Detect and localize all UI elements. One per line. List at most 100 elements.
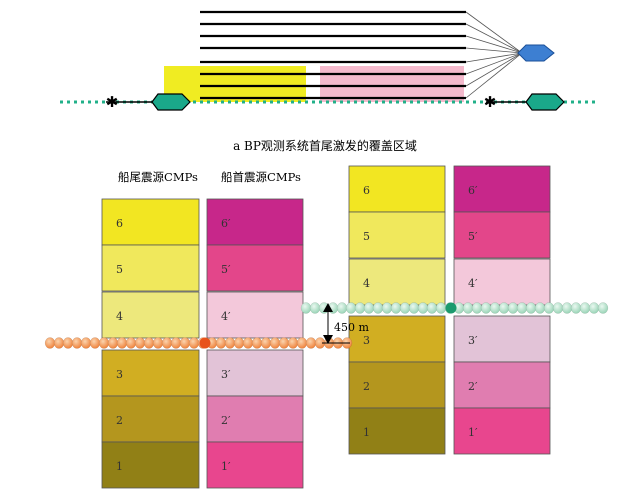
left-stern-cell-label: 4 [116,310,123,323]
stern-cable-bead [80,337,92,349]
right-stern-cell [348,315,446,363]
left-bow-cell-label: 6′ [221,217,231,230]
bow-cable-bead [552,302,564,314]
right-stern-cell-label: 4 [363,277,370,290]
stern-cable-bead [53,337,65,349]
bow-cable-bead [588,302,600,314]
stern-cable-bead [62,337,74,349]
stern-cable-bead [179,337,191,349]
bow-cable-bead [570,302,582,314]
bow-cable-bead [462,302,474,314]
bow-cable-source-node [445,302,457,314]
stern-cable-bead [161,337,173,349]
bow-cable-bead [579,302,591,314]
stern-cable-bead [107,337,119,349]
acquisition-schematic: ✱ ✱ [60,10,598,111]
bow-cable-bead [489,302,501,314]
bow-cable-bead [408,302,420,314]
bow-boat-icon [525,93,565,111]
stern-cable-bead [125,337,137,349]
right-bow-cell [453,258,551,306]
stern-cable-bead [224,337,236,349]
stern-cable-bead [242,337,254,349]
stern-cable-bead [170,337,182,349]
bow-cable-bead [597,302,609,314]
left-bow-cell [206,198,304,246]
right-stern-cell [348,407,446,455]
legend-bow-source-cmps: 船首震源CMPs [221,170,301,184]
right-stern-cell [348,165,446,213]
stern-boat-icon [151,93,191,111]
bow-cable-bead [381,302,393,314]
bow-cable-bead [507,302,519,314]
right-bow-cell-label: 3′ [468,334,478,347]
left-stern-cell [101,395,200,443]
bow-cable-bead [345,302,357,314]
bow-cable-bead [363,302,375,314]
left-stern-cell-label: 2 [116,414,123,427]
bow-cable-bead [390,302,402,314]
bow-cable-bead [498,302,510,314]
bow-cable-bead [426,302,438,314]
bow-cable-bead [525,302,537,314]
left-bow-cell [206,395,304,443]
right-stern-cell-label: 3 [363,334,370,347]
distance-label: 450 m [334,321,369,334]
right-bow-cell [453,407,551,455]
distance-marker [322,303,350,344]
left-stern-cell [101,244,200,292]
left-bow-cell-label: 1′ [221,460,231,473]
stern-cable-bead [89,337,101,349]
stern-cable-bead [143,337,155,349]
left-bow-cell [206,349,304,397]
bow-cable-bead [336,302,348,314]
bow-cable-bead [561,302,573,314]
stern-cable-bead [287,337,299,349]
stern-cable-bead [134,337,146,349]
bow-cable-bead [435,302,447,314]
right-bow-cell-label: 4′ [468,277,478,290]
left-bow-cell [206,244,304,292]
stern-cable-bead [269,337,281,349]
stern-cable-bead [251,337,263,349]
right-stern-cell-label: 1 [363,426,370,439]
bow-cable-bead [480,302,492,314]
left-stern-cell-label: 3 [116,368,123,381]
left-bow-cell-label: 5′ [221,263,231,276]
right-bow-cell [453,165,551,213]
stern-cable-bead [188,337,200,349]
source-vessel-icon [517,44,555,62]
stern-cable-bead [278,337,290,349]
cable-bead-lines [44,302,609,349]
right-stern-cell-label: 6 [363,184,370,197]
left-bow-cell-label: 2′ [221,414,231,427]
stern-cable-bead [260,337,272,349]
legend-stern-source-cmps: 船尾震源CMPs [118,170,198,184]
figure-caption: a BP观测系统首尾激发的覆盖区域 [233,138,417,153]
bow-cable-bead [354,302,366,314]
bow-cable-bead [543,302,555,314]
bow-coverage-band [320,66,464,102]
stern-cable-bead [71,337,83,349]
right-stern-cell [348,361,446,409]
right-stern-cell [348,211,446,259]
bow-cable-bead [516,302,528,314]
stern-shot-star-icon: ✱ [106,93,119,111]
right-stern-cell-label: 2 [363,380,370,393]
right-bow-cell [453,315,551,363]
left-bow-cell [206,291,304,339]
bow-cable-bead [309,302,321,314]
stern-cable-bead [152,337,164,349]
left-stern-cell [101,349,200,397]
stern-cable-source-node [199,337,211,349]
left-stern-cell-label: 6 [116,217,123,230]
bow-shot-star-icon: ✱ [484,93,497,111]
bow-cable-bead [417,302,429,314]
stern-cable-bead [116,337,128,349]
right-bow-cell-label: 1′ [468,426,478,439]
bow-cable-bead [471,302,483,314]
stern-cable-bead [215,337,227,349]
left-bow-cell-label: 4′ [221,310,231,323]
right-stern-cell [348,258,446,306]
